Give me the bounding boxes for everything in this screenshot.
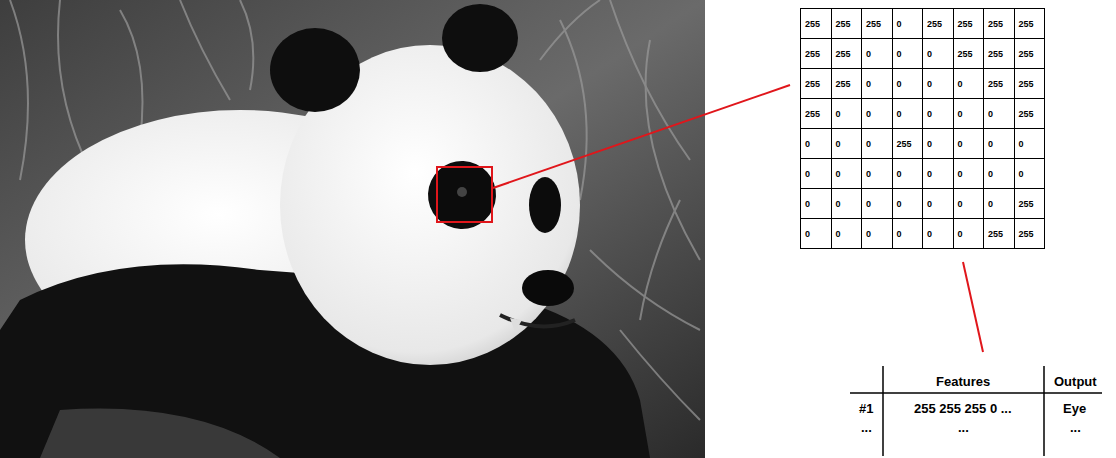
pixel-value: 0 [922,188,954,219]
pixel-value: 0 [953,68,985,99]
pixel-value: 0 [800,218,832,249]
output-value: Eye [1063,401,1086,417]
pixel-value: 0 [892,98,924,129]
pixel-value: 0 [861,98,893,129]
pixel-value: 0 [922,38,954,69]
pixel-value: 255 [922,8,954,39]
pixel-value: 255 [983,8,1015,39]
pixel-value: 0 [892,68,924,99]
pixel-value: 0 [953,188,985,219]
output-value: ... [1070,420,1081,436]
pixel-value: 0 [831,218,863,249]
feature-values: ... [958,420,969,436]
pixel-value: 255 [861,8,893,39]
pixel-value: 0 [800,188,832,219]
pixel-value: 0 [800,128,832,159]
pixel-value: 0 [983,188,1015,219]
pixel-value: 0 [892,8,924,39]
pixel-value: 0 [861,38,893,69]
pixel-value: 255 [892,128,924,159]
pixel-value: 255 [1014,98,1046,129]
pixel-value: 255 [800,68,832,99]
pixel-value: 255 [1014,38,1046,69]
pixel-value: 0 [922,218,954,249]
pixel-value: 255 [831,8,863,39]
pixel-value: 0 [861,68,893,99]
pixel-value: 0 [922,68,954,99]
pixel-value: 0 [831,158,863,189]
row-number: ... [861,420,872,436]
pixel-value: 0 [892,218,924,249]
table-header: Output [1054,374,1097,390]
pixel-value: 0 [983,98,1015,129]
table-header: Features [936,374,990,390]
pixel-value: 255 [1014,68,1046,99]
pixel-value: 0 [922,98,954,129]
pixel-value: 0 [831,188,863,219]
pixel-value: 0 [831,128,863,159]
pixel-value: 255 [831,38,863,69]
pixel-value: 0 [831,98,863,129]
pixel-value: 0 [983,158,1015,189]
pixel-value: 0 [861,128,893,159]
pixel-value: 0 [800,158,832,189]
pixel-value: 0 [922,158,954,189]
pixel-value: 0 [1014,158,1046,189]
pixel-value: 0 [1014,128,1046,159]
pixel-value: 0 [861,218,893,249]
pixel-value: 0 [953,218,985,249]
pixel-value: 255 [1014,8,1046,39]
pixel-value: 0 [861,158,893,189]
pixel-value: 255 [800,8,832,39]
pixel-value: 0 [983,128,1015,159]
row-number: #1 [859,401,873,417]
pixel-value: 255 [800,38,832,69]
pixel-value: 0 [953,98,985,129]
pixel-value: 255 [953,8,985,39]
pixel-value: 0 [953,128,985,159]
pixel-value: 0 [861,188,893,219]
pixel-value: 0 [892,188,924,219]
feature-values: 255 255 255 0 ... [914,401,1012,417]
pixel-value: 255 [800,98,832,129]
pixel-value: 255 [1014,188,1046,219]
pixel-value: 255 [983,68,1015,99]
pixel-value: 0 [892,38,924,69]
pixel-value: 255 [831,68,863,99]
pixel-value: 255 [983,218,1015,249]
pixel-value: 0 [892,158,924,189]
pixel-value: 255 [953,38,985,69]
pixel-value: 255 [983,38,1015,69]
pixel-value: 0 [953,158,985,189]
pixel-value: 255 [1014,218,1046,249]
pixel-value: 0 [922,128,954,159]
